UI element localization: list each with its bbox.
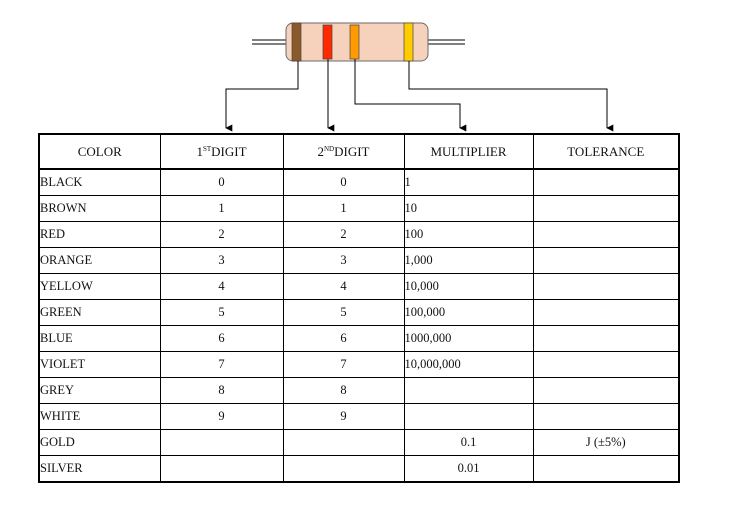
second-digit-cell: 7 — [282, 351, 405, 378]
first-digit-cell: 8 — [159, 377, 284, 404]
second-digit-cell: 0 — [282, 168, 405, 196]
first-digit-cell: 6 — [159, 325, 284, 352]
second-digit-cell — [282, 455, 405, 483]
first-digit-arrow — [225, 61, 299, 132]
first-digit-cell — [159, 429, 284, 456]
color-name-cell: BLUE — [38, 325, 161, 352]
second-digit-band — [322, 24, 333, 60]
color-name-cell: RED — [38, 221, 161, 248]
second-digit-cell: 6 — [282, 325, 405, 352]
tolerance-cell — [532, 455, 680, 483]
first-digit-cell: 9 — [159, 403, 284, 430]
multiplier-cell — [403, 377, 534, 404]
tolerance-cell: J (±5%) — [532, 429, 680, 456]
tolerance-cell — [532, 247, 680, 274]
first-digit-band — [291, 22, 302, 62]
header-tolerance: TOLERANCE — [532, 133, 680, 170]
multiplier-band — [349, 24, 360, 60]
resistor-left-lead — [252, 39, 290, 45]
multiplier-cell: 1 — [403, 168, 534, 196]
first-digit-cell: 1 — [159, 195, 284, 222]
tolerance-cell — [532, 221, 680, 248]
tolerance-cell — [532, 351, 680, 378]
color-name-cell: GOLD — [38, 429, 161, 456]
multiplier-cell: 1,000 — [403, 247, 534, 274]
multiplier-cell: 10 — [403, 195, 534, 222]
second-digit-cell: 1 — [282, 195, 405, 222]
multiplier-cell: 100,000 — [403, 299, 534, 326]
header-multiplier: MULTIPLIER — [403, 133, 534, 170]
second-digit-cell: 3 — [282, 247, 405, 274]
tolerance-cell — [532, 195, 680, 222]
first-digit-cell: 3 — [159, 247, 284, 274]
multiplier-cell: 1000,000 — [403, 325, 534, 352]
color-code-table: COLOR 1STDIGIT 2NDDIGIT MULTIPLIER TOLER… — [38, 133, 680, 483]
tolerance-cell — [532, 168, 680, 196]
second-digit-cell — [282, 429, 405, 456]
table-header-row: COLOR 1STDIGIT 2NDDIGIT MULTIPLIER TOLER… — [38, 133, 680, 170]
table-row: SILVER 0.01 — [38, 455, 680, 483]
first-digit-cell: 2 — [159, 221, 284, 248]
header-first-digit: 1STDIGIT — [159, 133, 284, 170]
multiplier-cell: 0.1 — [403, 429, 534, 456]
color-name-cell: YELLOW — [38, 273, 161, 300]
multiplier-cell: 0.01 — [403, 455, 534, 483]
tolerance-cell — [532, 273, 680, 300]
multiplier-cell: 10,000 — [403, 273, 534, 300]
second-digit-cell: 4 — [282, 273, 405, 300]
color-name-cell: GREEN — [38, 299, 161, 326]
multiplier-arrow — [354, 59, 467, 132]
tolerance-cell — [532, 377, 680, 404]
resistor-right-lead — [425, 39, 465, 45]
color-name-cell: WHITE — [38, 403, 161, 430]
multiplier-cell: 100 — [403, 221, 534, 248]
color-name-cell: BROWN — [38, 195, 161, 222]
header-second-digit: 2NDDIGIT — [282, 133, 405, 170]
resistor-diagram — [225, 22, 614, 132]
color-name-cell: GREY — [38, 377, 161, 404]
first-digit-cell: 4 — [159, 273, 284, 300]
second-digit-cell: 2 — [282, 221, 405, 248]
first-digit-cell: 0 — [159, 168, 284, 196]
multiplier-cell — [403, 403, 534, 430]
second-digit-cell: 5 — [282, 299, 405, 326]
first-digit-cell: 5 — [159, 299, 284, 326]
tolerance-cell — [532, 403, 680, 430]
header-color: COLOR — [38, 133, 161, 170]
color-name-cell: SILVER — [38, 455, 161, 483]
color-name-cell: BLACK — [38, 168, 161, 196]
multiplier-cell: 10,000,000 — [403, 351, 534, 378]
color-name-cell: ORANGE — [38, 247, 161, 274]
tolerance-arrow — [408, 61, 614, 132]
tolerance-band — [403, 22, 414, 62]
second-digit-cell: 8 — [282, 377, 405, 404]
second-digit-cell: 9 — [282, 403, 405, 430]
first-digit-cell: 7 — [159, 351, 284, 378]
color-name-cell: VIOLET — [38, 351, 161, 378]
tolerance-cell — [532, 325, 680, 352]
tolerance-cell — [532, 299, 680, 326]
first-digit-cell — [159, 455, 284, 483]
